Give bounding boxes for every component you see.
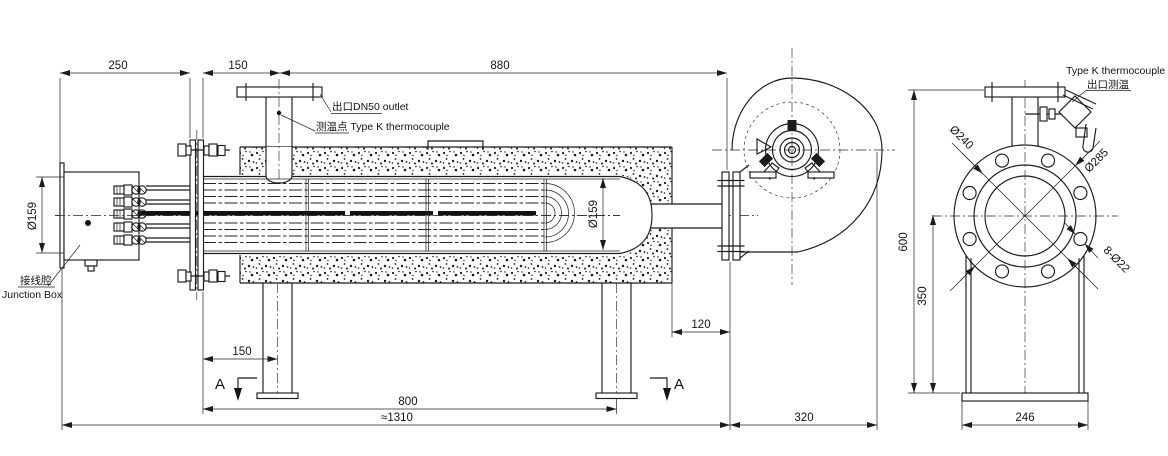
section-marker-right: A [650, 376, 684, 401]
drain-screw [84, 259, 98, 267]
motor-foot [804, 162, 822, 180]
support-baffles [305, 179, 547, 252]
volute-casing [731, 77, 883, 253]
side-legs [961, 256, 1089, 402]
vessel-shell [203, 140, 723, 284]
dim-150-top: 150 [228, 60, 247, 72]
dim-880: 880 [490, 60, 509, 72]
flange-bolt-top [177, 143, 230, 157]
section-label-a-right: A [674, 376, 684, 393]
u-bend [544, 196, 562, 230]
terminal-stud [113, 184, 147, 196]
bolt-holes [962, 153, 1088, 279]
bottom-extension-lines [61, 152, 878, 430]
motor-foot [762, 162, 780, 180]
dished-head-mask [620, 175, 652, 255]
blower [712, 48, 895, 285]
heating-elements [55, 183, 620, 243]
side-outlet-pipe [984, 82, 1066, 146]
dished-head [619, 175, 653, 255]
terminal-stud [113, 196, 147, 208]
right-leg [595, 283, 638, 400]
dim-350: 350 [917, 286, 929, 305]
element-tubes [146, 185, 190, 243]
outlet-temp-label: 出口测温 [1087, 78, 1129, 91]
junction-box-label-en: Junction Box [2, 289, 63, 301]
section-marker-left: A [215, 376, 257, 401]
dim-dia240: Ø240 [947, 124, 975, 152]
insulation [240, 147, 723, 283]
dim-dia285: Ø285 [1083, 147, 1111, 175]
dim-8-d22: 8-Ø22 [1101, 244, 1132, 275]
flange-bolt-bottom [177, 269, 230, 283]
callouts: 出口DN50 outlet 测温点 Type K thermocouple 接线… [2, 65, 1165, 401]
section-arrow [663, 388, 671, 401]
dim-246: 246 [1015, 412, 1034, 424]
u-bend [544, 183, 575, 243]
dim-600: 600 [898, 232, 910, 251]
section-arrow [234, 388, 242, 401]
thermocouple-point-label: 测温点 Type K thermocouple [316, 120, 450, 133]
terminal-stud [113, 221, 147, 233]
raised-face-circle [973, 164, 1077, 268]
terminal-stud [113, 208, 147, 220]
dim-120: 120 [691, 319, 710, 331]
thermocouple-point-dot [276, 110, 282, 116]
type-k-label: Type K thermocouple [1066, 65, 1165, 77]
blower-flange [717, 171, 745, 261]
lifting-lug [427, 140, 484, 150]
terminal-studs [113, 184, 147, 246]
base-plate [961, 392, 1089, 402]
outlet-label: 出口DN50 outlet [332, 100, 409, 113]
dim-800: 800 [398, 396, 417, 408]
terminal-stud [113, 234, 147, 246]
side-view [932, 80, 1118, 402]
thermowell-rod [126, 211, 536, 216]
dim-320: 320 [794, 412, 813, 424]
dim-dia159-left: Ø159 [27, 202, 39, 230]
box-center-dot [85, 220, 91, 226]
bore-circle [984, 175, 1066, 257]
flange-outer-circle [953, 144, 1097, 288]
dim-150-bottom: 150 [232, 346, 251, 358]
outlet-flange [236, 86, 323, 98]
motor-bolt [758, 152, 774, 168]
u-bend [544, 189, 569, 238]
top-extension-lines [59, 78, 728, 170]
u-bend [544, 202, 556, 224]
left-flange [177, 130, 230, 300]
junction-box-label-cn: 接线腔 [20, 274, 52, 287]
dim-250: 250 [108, 60, 127, 72]
outlet-nozzle [236, 79, 323, 186]
left-leg [256, 283, 299, 400]
motor-bolt [787, 120, 797, 131]
dim-dia159-right: Ø159 [588, 200, 600, 228]
thermocouple-assembly [1025, 89, 1097, 153]
motor-mount-key [756, 138, 773, 155]
dim-1310: ≈1310 [381, 412, 413, 424]
motor-bolt [810, 152, 826, 168]
front-view [55, 48, 895, 400]
section-label-a-left: A [215, 376, 225, 393]
